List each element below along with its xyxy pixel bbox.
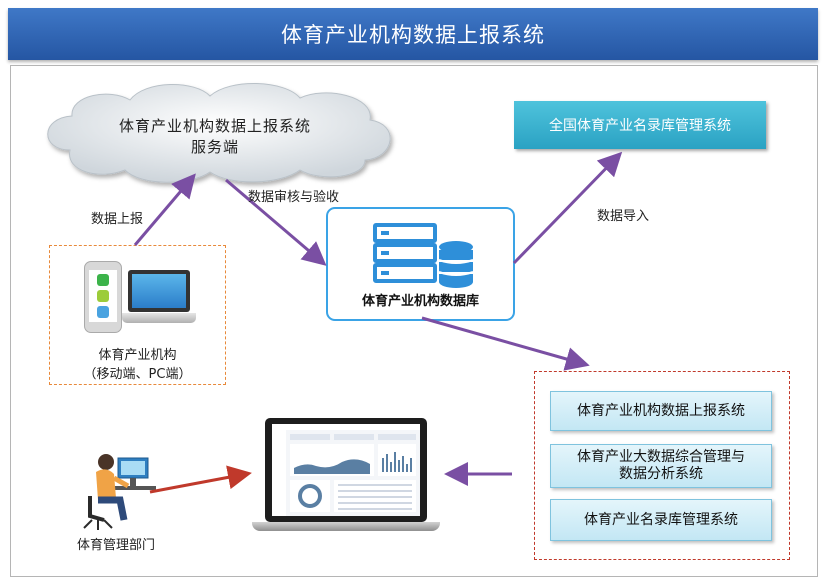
arrow-dept-to-dashboard	[149, 465, 252, 494]
mobile-phone-icon	[84, 261, 122, 333]
cloud-line-1: 体育产业机构数据上报系统	[118, 117, 311, 135]
institutions-line-2: （移动端、PC端）	[83, 367, 192, 382]
institutions-line-1: 体育产业机构	[98, 348, 177, 363]
edge-label-import: 数据导入	[597, 209, 650, 224]
edge-label-upload: 数据上报	[91, 212, 144, 227]
pc-laptop-icon	[128, 270, 190, 312]
wechat-app-icon	[97, 274, 109, 286]
sports-dept-label: 体育管理部门	[76, 538, 155, 553]
subsystem-bigdata-line-2: 数据分析系统	[619, 466, 703, 482]
subsystem-directory-box: 体育产业名录库管理系统	[550, 499, 772, 541]
national-directory-system-box: 全国体育产业名录库管理系统	[514, 101, 766, 149]
subsystem-bigdata-line-1: 体育产业大数据综合管理与	[577, 449, 745, 465]
subsystem-report-label: 体育产业机构数据上报系统	[577, 402, 745, 419]
edge-label-review: 数据审核与验收	[248, 190, 340, 205]
institutions-group	[49, 245, 226, 385]
database-label: 体育产业机构数据库	[361, 294, 479, 309]
diagram-frame	[10, 65, 818, 577]
subsystem-bigdata-box: 体育产业大数据综合管理与 数据分析系统	[550, 444, 772, 488]
android-app-icon	[97, 290, 109, 302]
arrow-upload	[133, 173, 196, 246]
cloud-server-label: 体育产业机构数据上报系统 服务端	[80, 116, 350, 158]
dashboard-screen	[272, 424, 420, 516]
pc-laptop-base	[122, 313, 196, 323]
dashboard-laptop-icon	[265, 418, 427, 522]
apple-app-icon	[97, 306, 109, 318]
subsystem-report-box: 体育产业机构数据上报系统	[550, 391, 772, 431]
arrow-db-to-subsystems	[421, 316, 590, 371]
cloud-line-2: 服务端	[190, 138, 239, 156]
database-server-icon	[373, 223, 474, 288]
database-box: 体育产业机构数据库	[326, 207, 515, 321]
dashboard-laptop-base	[252, 522, 440, 531]
page-title: 体育产业机构数据上报系统	[281, 23, 545, 47]
arrow-review	[225, 178, 327, 266]
arrow-import	[512, 151, 623, 265]
national-directory-system-label: 全国体育产业名录库管理系统	[549, 118, 731, 134]
subsystem-directory-label: 体育产业名录库管理系统	[584, 511, 738, 528]
institutions-label: 体育产业机构 （移动端、PC端）	[70, 344, 205, 382]
subsystems-group	[534, 371, 790, 560]
page-title-bar: 体育产业机构数据上报系统	[8, 8, 818, 60]
